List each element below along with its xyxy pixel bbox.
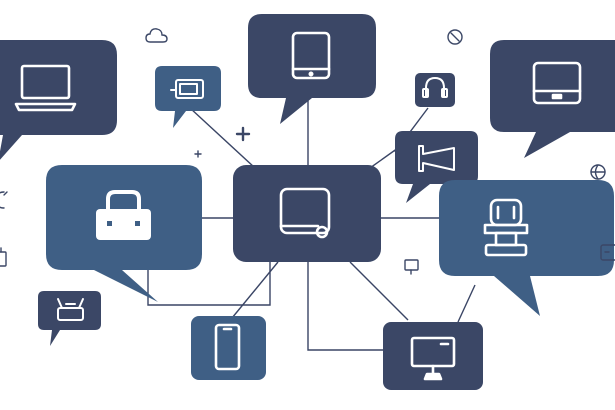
connector-camera-hub [189, 107, 256, 169]
headset-icon [422, 77, 448, 98]
connectors [147, 100, 476, 351]
gear-icon [0, 191, 8, 209]
hub-node[interactable] [233, 165, 381, 262]
connector-hub-phone [231, 261, 279, 319]
monitor-icon [279, 187, 331, 239]
briefcase-node[interactable] [46, 165, 202, 302]
tablet-node[interactable] [248, 14, 376, 124]
desktop-icon [410, 336, 456, 381]
smartphone-node[interactable] [191, 316, 266, 380]
camera-icon [170, 79, 204, 99]
small-monitor-icon [404, 259, 419, 275]
cloud-icon [145, 28, 168, 43]
cable-icon [0, 247, 7, 267]
robot-node[interactable] [439, 180, 614, 316]
connector-hub-desktop-diag [349, 261, 409, 321]
globe-icon [590, 164, 606, 180]
desktop-node[interactable] [383, 322, 483, 390]
tv-icon [600, 244, 615, 261]
router-node[interactable] [38, 291, 101, 346]
plus-icon [235, 126, 251, 142]
decorations [0, 28, 615, 275]
display-icon [532, 61, 582, 105]
laptop-node[interactable] [0, 40, 117, 162]
connector-megaphone-hub [369, 147, 399, 169]
connector-hub-desktop [307, 262, 383, 351]
briefcase-icon [96, 190, 151, 240]
router-icon [57, 298, 84, 321]
tablet-icon [291, 31, 331, 80]
connector-right-desktop [457, 284, 476, 323]
megaphone-node[interactable] [395, 131, 478, 203]
smartphone-icon [214, 323, 241, 371]
laptop-icon [14, 64, 77, 112]
robot-icon [483, 198, 529, 257]
camera-node[interactable] [155, 66, 221, 128]
small-plus-icon [194, 150, 202, 158]
megaphone-icon [418, 145, 455, 172]
display-node[interactable] [490, 40, 615, 158]
headset-node[interactable] [415, 73, 455, 107]
connector-left-bottom [147, 262, 271, 306]
compass-icon [447, 29, 463, 45]
